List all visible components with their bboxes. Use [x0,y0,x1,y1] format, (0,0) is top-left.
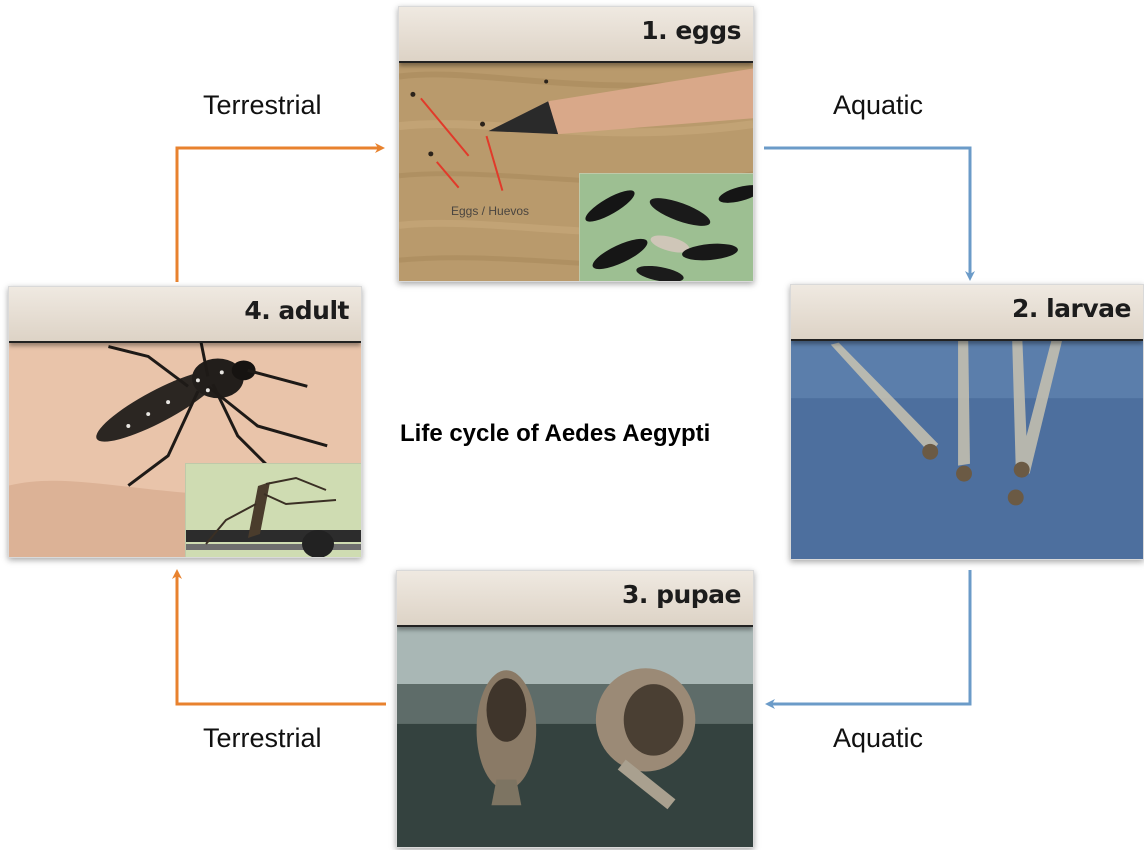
pupae-header: 3. pupae [397,571,753,627]
photo-larvae: 2. larvae [790,284,1144,560]
eggs-title: 1. eggs [641,16,741,45]
adult-title: 4. adult [244,296,349,325]
eggs-caption: Eggs / Huevos [451,204,529,218]
photo-adult: 4. adult [8,286,362,558]
larvae-title: 2. larvae [1012,294,1131,323]
pupae-title: 3. pupae [622,580,741,609]
adult-header: 4. adult [9,287,361,343]
arrow-adult-to-eggs [177,148,380,282]
label-aquatic-bottom: Aquatic [833,723,923,754]
adult-inset-image [185,463,362,558]
photo-eggs: Eggs / Huevos 1. eggs [398,6,754,282]
eggs-inset-image [579,173,754,282]
arrow-eggs-to-larvae [764,148,970,276]
diagram-title: Life cycle of Aedes Aegypti [400,420,710,448]
arrow-larvae-to-pupae [770,570,970,704]
larvae-header: 2. larvae [791,285,1143,341]
label-terrestrial-top: Terrestrial [203,90,322,121]
label-aquatic-top: Aquatic [833,90,923,121]
arrow-pupae-to-adult [177,574,386,704]
photo-pupae: 3. pupae [396,570,754,848]
label-terrestrial-bottom: Terrestrial [203,723,322,754]
eggs-header: 1. eggs [399,7,753,63]
